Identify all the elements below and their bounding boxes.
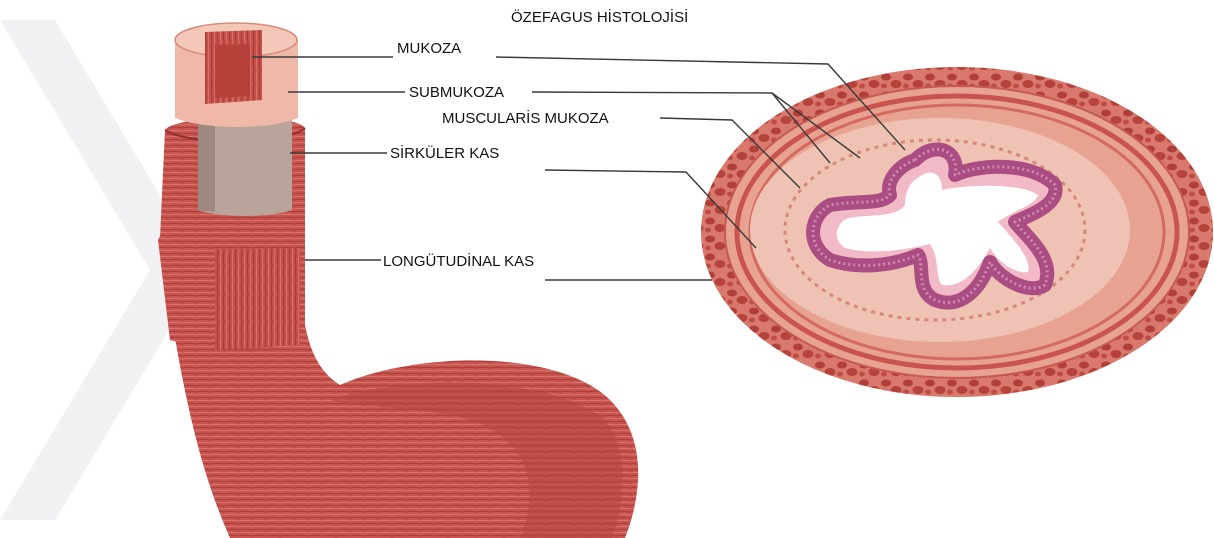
diagram-title: ÖZEFAGUS HİSTOLOJİSİ [511, 8, 688, 26]
submucosa-shading [198, 112, 215, 212]
mucosa-inner-folds [215, 44, 250, 98]
longitudinal-window [215, 248, 300, 350]
label-mukoza: MUKOZA [397, 40, 461, 57]
label-sirkuler-kas: SİRKÜLER KAS [390, 144, 499, 162]
label-submukoza: SUBMUKOZA [409, 84, 504, 101]
label-muscularis-mukoza: MUSCULARİS MUKOZA [442, 109, 609, 127]
esophagus-cross-section [701, 67, 1213, 397]
label-longitudinal-kas: LONGÜTUDİNAL KAS [383, 252, 534, 270]
